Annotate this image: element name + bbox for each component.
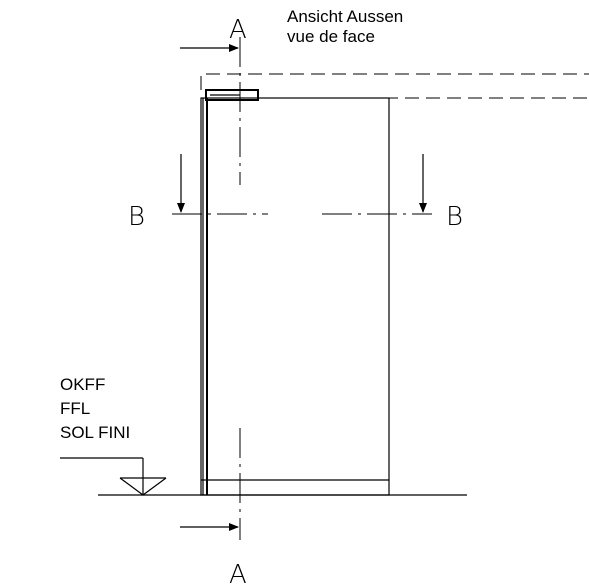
top-profile-detail — [205, 89, 259, 101]
floor-label-line3: SOL FINI — [60, 423, 130, 442]
view-label-line2: vue de face — [287, 27, 375, 46]
view-label-line1: Ansicht Aussen — [287, 7, 403, 26]
section-b-right-label: B — [446, 202, 463, 232]
section-b-left-label: B — [128, 202, 145, 232]
floor-label-line2: FFL — [60, 399, 90, 418]
panel-outline — [200, 97, 390, 496]
dashed-outline — [200, 73, 589, 99]
floor-label-line1: OKFF — [60, 375, 105, 394]
floor-level-marker — [60, 457, 167, 496]
section-a-top-label: A — [229, 15, 247, 45]
section-a-bottom-label: A — [229, 560, 247, 588]
